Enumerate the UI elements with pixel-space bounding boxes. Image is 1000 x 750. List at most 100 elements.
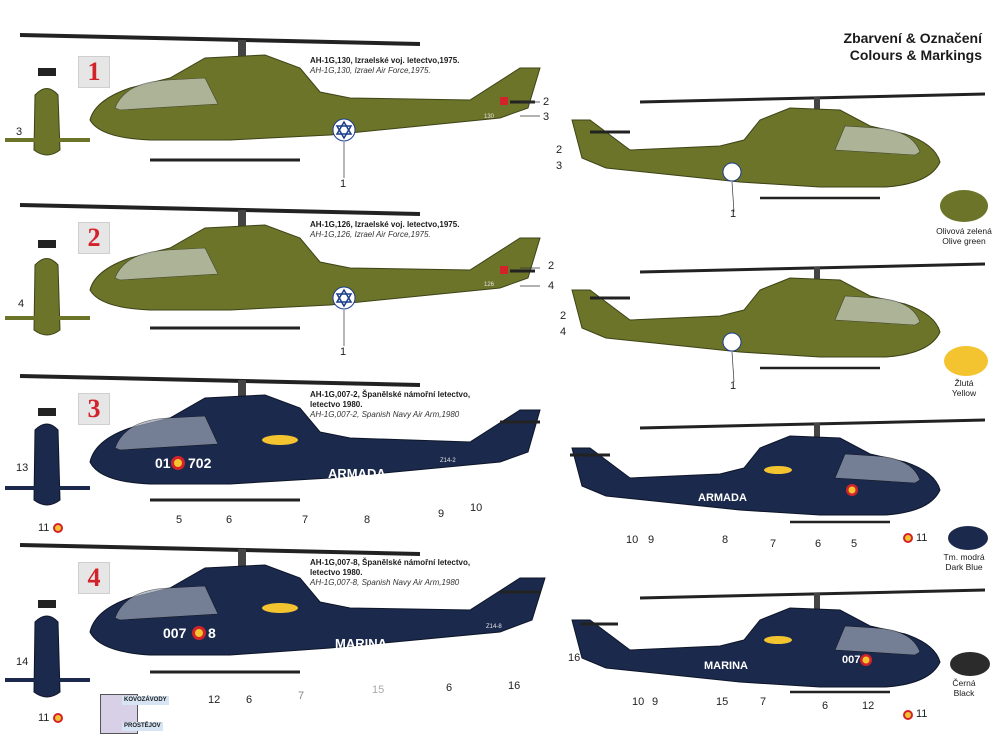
navy-wings-badge	[262, 435, 298, 445]
logo-line-2: PROSTĚJOV	[122, 722, 163, 731]
profile-1-left	[5, 33, 541, 162]
profile-3-right	[570, 418, 986, 543]
front-view-body	[33, 615, 61, 698]
callout-4-right: 4	[560, 326, 567, 338]
front-view-body	[33, 88, 61, 156]
scheme-badge-2: 2	[78, 222, 110, 254]
callout-12-right: 12	[862, 700, 875, 712]
tail-marking	[500, 97, 508, 105]
callout-2: 2	[543, 96, 550, 108]
scheme-badge-1: 1	[78, 56, 110, 88]
callout-6-right: 6	[815, 538, 822, 550]
callout-10: 10	[470, 502, 483, 514]
swatch-dark-blue	[948, 526, 988, 550]
page-header: Zbarvení & Označení Colours & Markings	[762, 30, 982, 64]
callout-6: 6	[226, 514, 233, 526]
marina-marking: MARINA	[335, 636, 387, 651]
callout-13: 13	[16, 462, 29, 474]
serial-3-right: 702	[188, 455, 212, 471]
callout-7-right-b: 7	[760, 696, 767, 708]
tail-number-4: Z14-8	[486, 624, 502, 630]
serial-4-left: 007	[163, 625, 187, 641]
callout-1-right: 1	[730, 208, 737, 220]
swatch-black-label: Černá Black	[952, 678, 976, 698]
callout-7-right: 7	[770, 538, 777, 550]
fuselage	[89, 54, 541, 141]
callout-15: 15	[372, 684, 385, 696]
callout-leaders	[343, 101, 735, 383]
profile-2-right	[571, 262, 986, 370]
swatch-dark-blue-label: Tm. modrá Dark Blue	[943, 552, 985, 572]
profile-3-left	[5, 374, 541, 533]
canopy	[114, 585, 219, 621]
front-view-body	[33, 423, 61, 506]
header-title-en: Colours & Markings	[849, 47, 982, 63]
scheme-caption-4: AH-1G,007-8, Španělské námořní letectvo,…	[310, 558, 471, 587]
callout-1: 1	[340, 178, 347, 190]
canopy	[114, 415, 219, 451]
header-title-cz: Zbarvení & Označení	[843, 30, 982, 46]
canopy	[114, 247, 219, 281]
main-rotor	[19, 543, 421, 556]
swatch-yellow	[944, 346, 988, 376]
armada-marking-right: ARMADA	[698, 492, 747, 504]
callout-1b: 1	[340, 346, 347, 358]
callout-1-right-b: 1	[730, 380, 737, 392]
callout-11-right-b: 11	[916, 708, 928, 720]
callout-7: 7	[302, 514, 309, 526]
profile-4-left	[5, 543, 546, 723]
manufacturer-logo: KOVOZÁVODY PROSTĚJOV	[100, 690, 190, 740]
callout-11b: 11	[38, 712, 50, 724]
serial-3-left: 01	[155, 455, 171, 471]
callout-8: 8	[364, 514, 371, 526]
tail-marking	[500, 266, 508, 274]
main-rotor	[19, 203, 421, 216]
callout-10-right: 10	[626, 534, 639, 546]
profile-2-left	[5, 203, 541, 336]
callout-11-right: 11	[916, 532, 928, 544]
callout-3-front: 3	[16, 126, 23, 138]
roundel-star-of-david	[332, 286, 356, 310]
roundel-star-of-david	[332, 118, 356, 142]
callout-12: 12	[208, 694, 221, 706]
scheme-caption-3: AH-1G,007-2, Španělské námořní letectvo,…	[310, 390, 471, 419]
callout-2b: 2	[548, 260, 555, 272]
callout-11: 11	[38, 522, 50, 534]
callout-5-right: 5	[851, 538, 858, 550]
canopy	[114, 77, 219, 111]
swatch-yellow-label: Žlutá Yellow	[951, 378, 977, 398]
main-rotor	[19, 374, 421, 387]
scheme-caption-1: AH-1G,130, Izraelské voj. letectvo,1975.…	[310, 56, 460, 75]
front-view-rotor	[38, 68, 56, 76]
serial-4-right: 8	[208, 625, 216, 641]
scheme-badge-4: 4	[78, 562, 110, 594]
front-view-body	[33, 258, 61, 336]
logo-line-1: KOVOZÁVODY	[122, 696, 169, 705]
callout-8-right: 8	[722, 534, 729, 546]
serial-4-right-view: 007	[842, 654, 861, 666]
swatch-olive	[940, 190, 988, 222]
callout-6-right-b: 6	[822, 700, 829, 712]
tail-number-3: Z14-2	[440, 458, 456, 464]
main-rotor	[19, 33, 421, 46]
callout-14: 14	[16, 656, 29, 668]
callout-4: 4	[548, 280, 555, 292]
callout-2-right-b: 2	[560, 310, 567, 322]
swatch-olive-label: Olivová zelená Olive green	[936, 226, 992, 246]
scheme-badge-3: 3	[78, 393, 110, 425]
armada-marking: ARMADA	[328, 466, 386, 481]
callout-3: 3	[543, 111, 550, 123]
rotor-mast	[238, 40, 246, 62]
callout-7b: 7	[298, 690, 305, 702]
callout-4-front: 4	[18, 298, 25, 310]
tail-number-1: 130	[484, 114, 495, 120]
marina-marking-right: MARINA	[704, 660, 748, 672]
tail-number-2: 126	[484, 282, 495, 288]
profile-4-right	[571, 588, 986, 720]
callout-9-right-b: 9	[652, 696, 659, 708]
callout-15-right: 15	[716, 696, 729, 708]
swatch-black	[950, 652, 990, 676]
fuselage	[89, 224, 541, 311]
callout-6c: 6	[446, 682, 453, 694]
